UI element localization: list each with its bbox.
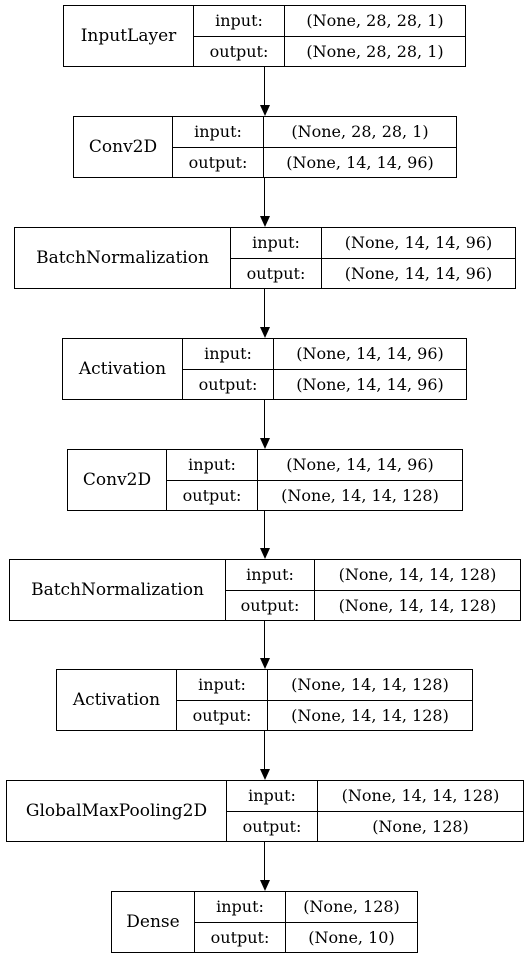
input-label: input: (195, 892, 285, 923)
output-label: output: (209, 41, 269, 61)
output-shape: (None, 10) (308, 927, 395, 947)
input-label: input: (226, 560, 314, 591)
arrowhead-icon (260, 769, 270, 780)
output-shape: (None, 128) (372, 816, 469, 836)
port-labels: input: output: (183, 339, 274, 399)
edge-line (264, 289, 265, 327)
arrowhead-icon (260, 438, 270, 449)
input-label: input: (167, 450, 257, 481)
input-shape: (None, 14, 14, 128) (268, 670, 472, 701)
port-shapes: (None, 14, 14, 96) (None, 14, 14, 96) (322, 228, 515, 288)
port-labels: input: output: (177, 670, 268, 730)
port-shapes: (None, 28, 28, 1) (None, 28, 28, 1) (285, 6, 465, 66)
layer-node: InputLayer input: output: (None, 28, 28,… (63, 5, 466, 67)
output-shape: (None, 14, 14, 128) (291, 705, 449, 725)
input-shape: (None, 14, 14, 96) (258, 450, 462, 481)
output-label: output: (246, 263, 306, 283)
layer-node: Conv2D input: output: (None, 14, 14, 96)… (67, 449, 463, 511)
port-shapes: (None, 14, 14, 128) (None, 128) (318, 781, 523, 841)
layer-node: BatchNormalization input: output: (None,… (14, 227, 516, 289)
layer-node: GlobalMaxPooling2D input: output: (None,… (6, 780, 524, 842)
layer-name: Activation (63, 339, 183, 399)
layer-name: BatchNormalization (10, 560, 226, 620)
edge-line (264, 178, 265, 216)
port-shapes: (None, 14, 14, 96) (None, 14, 14, 96) (274, 339, 466, 399)
port-labels: input: output: (226, 560, 315, 620)
input-shape: (None, 128) (286, 892, 417, 923)
edge-line (264, 731, 265, 769)
arrowhead-icon (260, 548, 270, 559)
port-labels: input: output: (231, 228, 322, 288)
layer-node: Activation input: output: (None, 14, 14,… (56, 669, 473, 731)
arrowhead-icon (260, 327, 270, 338)
layer-node: Dense input: output: (None, 128) (None, … (111, 891, 418, 953)
output-label: output: (182, 485, 242, 505)
arrowhead-icon (260, 880, 270, 891)
layer-node: BatchNormalization input: output: (None,… (9, 559, 521, 621)
edge-line (264, 400, 265, 438)
input-label: input: (194, 6, 284, 37)
output-shape: (None, 14, 14, 96) (344, 263, 493, 283)
port-shapes: (None, 128) (None, 10) (286, 892, 417, 952)
layer-name: Conv2D (68, 450, 167, 510)
output-label: output: (210, 927, 270, 947)
port-labels: input: output: (173, 117, 264, 177)
input-shape: (None, 14, 14, 96) (322, 228, 515, 259)
output-shape: (None, 14, 14, 128) (281, 485, 439, 505)
input-shape: (None, 14, 14, 96) (274, 339, 466, 370)
output-label: output: (192, 705, 252, 725)
port-labels: input: output: (194, 6, 285, 66)
arrowhead-icon (260, 658, 270, 669)
arrowhead-icon (260, 105, 270, 116)
arrowhead-icon (260, 216, 270, 227)
output-label: output: (198, 374, 258, 394)
layer-node: Conv2D input: output: (None, 28, 28, 1) … (73, 116, 457, 178)
input-label: input: (183, 339, 273, 370)
port-labels: input: output: (167, 450, 258, 510)
layer-node: Activation input: output: (None, 14, 14,… (62, 338, 467, 400)
edge-line (264, 67, 265, 105)
input-shape: (None, 14, 14, 128) (318, 781, 523, 812)
edge-line (264, 842, 265, 880)
port-shapes: (None, 14, 14, 96) (None, 14, 14, 128) (258, 450, 462, 510)
layer-name: Dense (112, 892, 195, 952)
edge-line (264, 621, 265, 658)
input-shape: (None, 28, 28, 1) (264, 117, 456, 148)
output-shape: (None, 28, 28, 1) (306, 41, 444, 61)
input-shape: (None, 28, 28, 1) (285, 6, 465, 37)
layer-name: InputLayer (64, 6, 194, 66)
input-label: input: (177, 670, 267, 701)
output-label: output: (240, 595, 300, 615)
layer-name: Conv2D (74, 117, 173, 177)
output-label: output: (242, 816, 302, 836)
port-shapes: (None, 14, 14, 128) (None, 14, 14, 128) (315, 560, 520, 620)
output-label: output: (188, 152, 248, 172)
output-shape: (None, 14, 14, 128) (338, 595, 497, 615)
port-labels: input: output: (195, 892, 286, 952)
port-shapes: (None, 14, 14, 128) (None, 14, 14, 128) (268, 670, 472, 730)
edge-line (264, 511, 265, 548)
layer-name: BatchNormalization (15, 228, 231, 288)
input-label: input: (227, 781, 317, 812)
input-label: input: (231, 228, 321, 259)
input-label: input: (173, 117, 263, 148)
output-shape: (None, 14, 14, 96) (286, 152, 434, 172)
input-shape: (None, 14, 14, 128) (315, 560, 520, 591)
layer-name: GlobalMaxPooling2D (7, 781, 227, 841)
port-shapes: (None, 28, 28, 1) (None, 14, 14, 96) (264, 117, 456, 177)
output-shape: (None, 14, 14, 96) (296, 374, 444, 394)
layer-name: Activation (57, 670, 177, 730)
port-labels: input: output: (227, 781, 318, 841)
